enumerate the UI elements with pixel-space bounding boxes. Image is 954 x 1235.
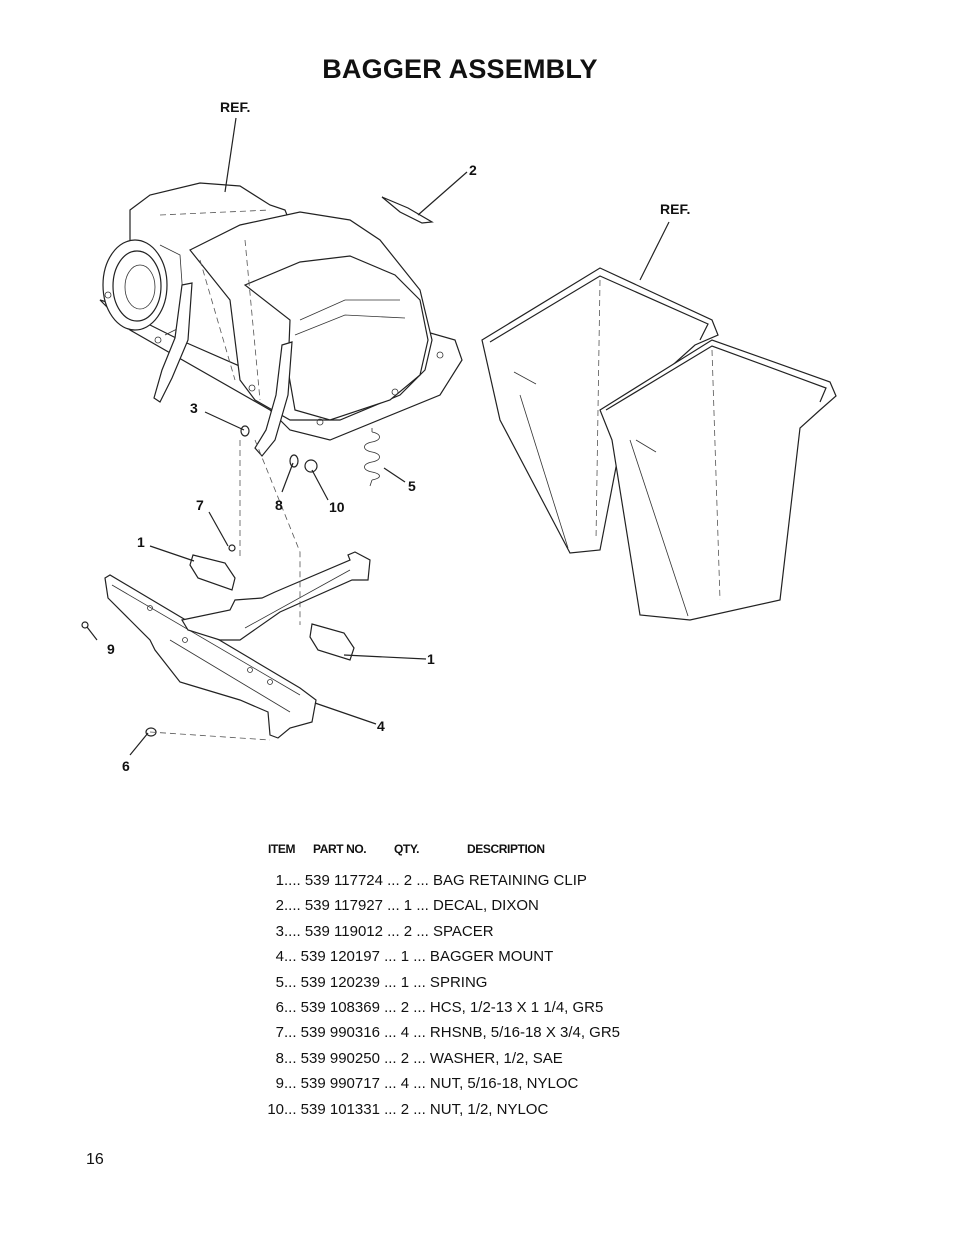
callout-1-left: 1 [137,534,145,550]
callout-9: 9 [107,641,115,657]
callout-5: 5 [408,478,416,494]
decal-part [381,196,434,224]
table-row: 1 .... 539 117724 ... 2 ... BAG RETAININ… [275,872,587,889]
clip-part-left [189,554,236,591]
bolt-part [228,544,236,552]
page-title: BAGGER ASSEMBLY [322,54,598,84]
callout-7: 7 [196,497,204,513]
table-row: 7 ... 539 990316 ... 4 ... RHSNB, 5/16-1… [275,1024,621,1042]
page-number: 16 [86,1151,104,1168]
bags [481,267,837,621]
callout-8: 8 [275,497,283,513]
header-description: DESCRIPTION [467,842,545,856]
header-part-no: PART NO. [313,842,367,856]
table-row: 3 .... 539 119012 ... 2 ... SPACER [275,922,494,940]
callout-10: 10 [329,499,345,515]
callout-2: 2 [469,162,477,178]
table-row: 6 ... 539 108369 ... 2 ... HCS, 1/2-13 X… [275,998,604,1016]
header-item: ITEM [268,842,296,856]
clip-part-right [309,623,355,661]
hood-assembly [99,182,463,457]
callout-4: 4 [377,718,385,734]
table-row: 4 ... 539 120197 ... 1 ... BAGGER MOUNT [275,948,554,966]
exploded-diagram: REF. 2 REF. 3 5 7 8 10 1 9 1 4 6 [81,99,837,774]
callout-1-right: 1 [427,651,435,667]
spacer-part [240,425,250,437]
spring-part [364,428,380,487]
bagger-mount-part [104,551,371,739]
parts-table: 1 .... 539 117724 ... 2 ... BAG RETAININ… [262,872,662,1126]
callout-6: 6 [122,758,130,774]
callout-ref-hood: REF. [220,99,250,115]
callout-ref-bags: REF. [660,201,690,217]
table-row: 9 ... 539 990717 ... 4 ... NUT, 5/16-18,… [275,1075,579,1093]
nylon-nut-part [81,621,89,629]
callout-3: 3 [190,400,198,416]
table-row: 10 ... 539 101331 ... 2 ... NUT, 1/2, NY… [267,1100,549,1118]
header-qty: QTY. [394,842,420,856]
washer-part [289,454,299,468]
table-row: 5 ... 539 120239 ... 1 ... SPRING [275,973,488,991]
table-row: 2 .... 539 117927 ... 1 ... DECAL, DIXON [275,897,539,915]
nut-part [304,459,318,473]
table-row: 8 ... 539 990250 ... 2 ... WASHER, 1/2, … [275,1049,563,1067]
